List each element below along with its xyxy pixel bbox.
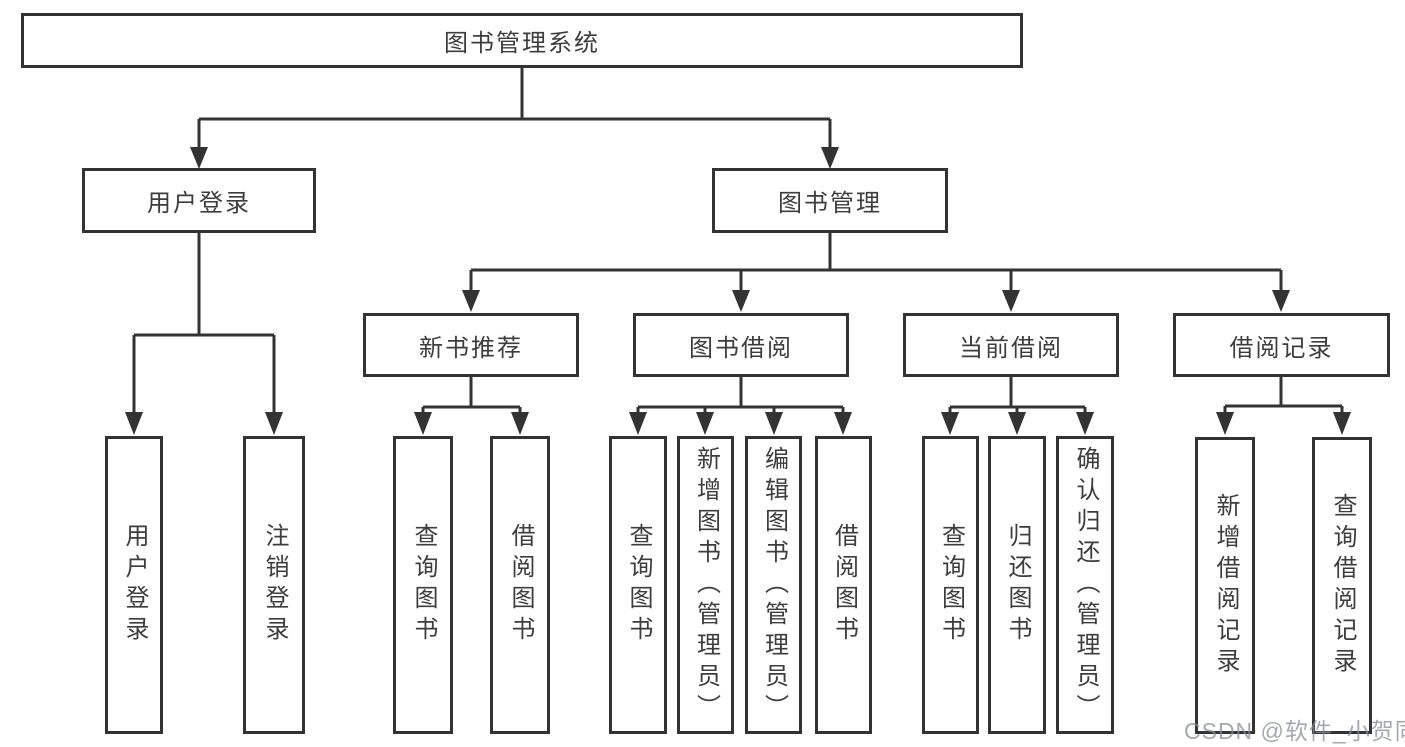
node-book-management: 图书管理: [712, 168, 948, 233]
node-new-book-recommendation: 新书推荐: [363, 313, 579, 377]
leaf-confirm-return-admin: 确认归还（管理员）: [1056, 436, 1114, 734]
node-label: 借阅图书: [830, 523, 858, 647]
node-label: 注销登录: [261, 523, 288, 647]
node-label: 借阅图书: [507, 523, 534, 647]
leaf-query-borrow-record: 查询借阅记录: [1312, 437, 1372, 734]
connector-new-book-recommendation: [414, 375, 529, 435]
node-label: 用户登录: [147, 190, 251, 217]
node-user-login: 用户登录: [82, 168, 316, 233]
node-label: 图书管理系统: [444, 30, 600, 57]
leaf-edit-book-admin: 编辑图书（管理员）: [745, 436, 802, 734]
connector-root: [190, 66, 839, 169]
node-borrowing-records: 借阅记录: [1173, 313, 1390, 377]
connector-user-login: [125, 231, 283, 435]
node-label: 确认归还（管理员）: [1072, 445, 1099, 725]
leaf-query-books-3: 查询图书: [922, 436, 979, 734]
node-label: 新增图书（管理员）: [692, 445, 720, 725]
leaf-add-borrow-record: 新增借阅记录: [1195, 437, 1255, 734]
node-label: 查询图书: [625, 523, 652, 647]
leaf-add-book-admin: 新增图书（管理员）: [677, 436, 734, 734]
connector-current-borrowing: [941, 375, 1094, 435]
node-library-management-system: 图书管理系统: [21, 13, 1023, 68]
connector-book-management: [462, 231, 1290, 312]
node-book-borrowing: 图书借阅: [633, 313, 849, 377]
leaf-query-books-2: 查询图书: [609, 436, 667, 734]
leaf-user-login: 用户登录: [105, 436, 163, 734]
node-label: 查询图书: [410, 523, 437, 647]
node-label: 编辑图书（管理员）: [760, 445, 788, 725]
connector-borrowing-records: [1216, 375, 1351, 435]
leaf-borrow-books-2: 借阅图书: [815, 436, 872, 734]
leaf-logout: 注销登录: [243, 436, 305, 734]
connector-book-borrowing: [629, 375, 852, 435]
leaf-return-books: 归还图书: [988, 436, 1046, 734]
node-current-borrowing: 当前借阅: [903, 313, 1119, 377]
node-label: 新增借阅记录: [1212, 492, 1239, 679]
node-label: 归还图书: [1004, 523, 1031, 647]
leaf-borrow-books-1: 借阅图书: [490, 436, 550, 734]
node-label: 借阅记录: [1229, 334, 1334, 362]
node-label: 查询借阅记录: [1329, 492, 1356, 679]
node-label: 当前借阅: [959, 334, 1063, 362]
node-label: 查询图书: [937, 523, 965, 647]
node-label: 图书管理: [778, 190, 882, 217]
node-label: 新书推荐: [419, 334, 523, 362]
node-label: 图书借阅: [689, 334, 793, 362]
leaf-query-books-1: 查询图书: [393, 436, 453, 734]
csdn-watermark: CSDN @软件_小贺同学: [1184, 718, 1405, 744]
node-label: 用户登录: [121, 523, 148, 647]
